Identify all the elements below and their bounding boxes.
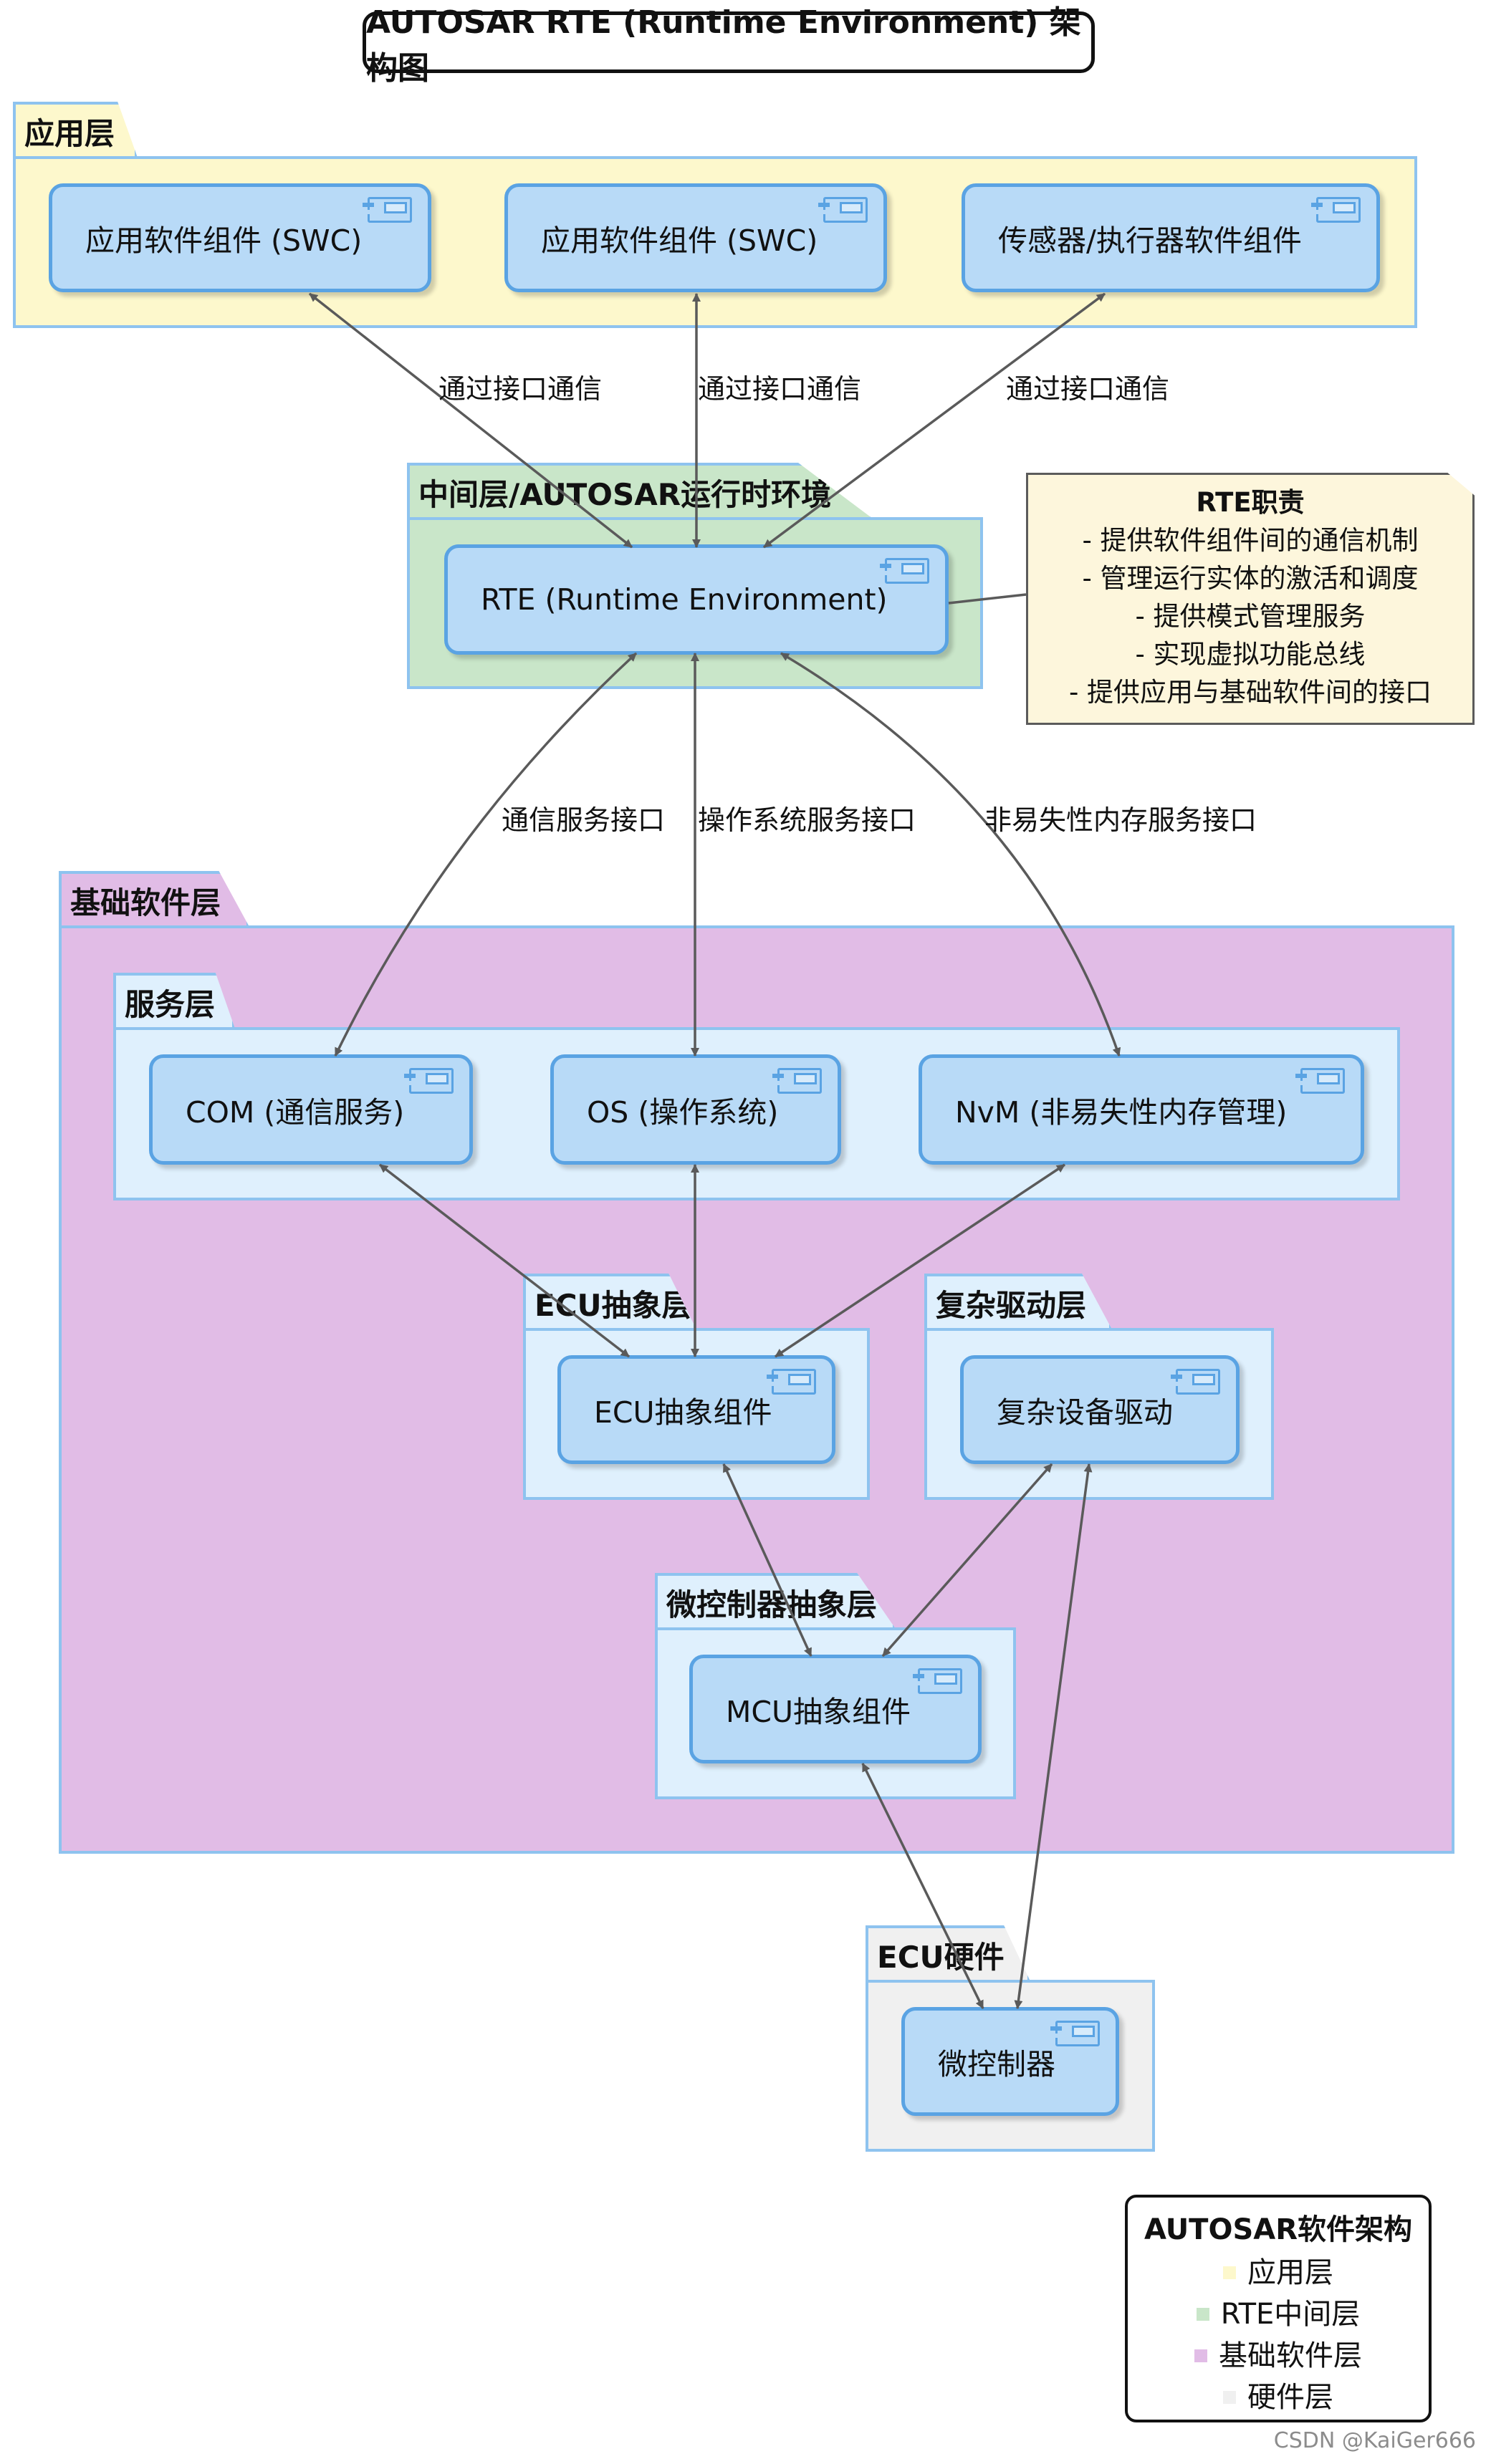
component-icon <box>404 1068 454 1094</box>
component-ecu-abstraction[interactable]: ECU抽象组件 <box>557 1355 835 1464</box>
component-os-label: OS (操作系统) <box>587 1095 779 1130</box>
component-icon <box>880 558 929 584</box>
component-rte-label: RTE (Runtime Environment) <box>481 582 888 617</box>
note-line: - 管理运行实体的激活和调度 <box>1082 563 1419 594</box>
edge-sensor-rte <box>762 292 1106 549</box>
legend-label: 基础软件层 <box>1219 2339 1362 2372</box>
package-tab-bsw: 基础软件层 <box>59 871 249 927</box>
component-swc-2-label: 应用软件组件 (SWC) <box>541 223 818 258</box>
edge-nvm-ecuabs <box>775 1163 1065 1358</box>
edge-mcuabs-mcu <box>861 1763 984 2009</box>
edge-ecuabs-mcuabs <box>722 1463 812 1657</box>
component-rte[interactable]: RTE (Runtime Environment) <box>444 544 949 655</box>
component-icon <box>1295 1068 1345 1094</box>
component-swc-1-label: 应用软件组件 (SWC) <box>85 223 363 258</box>
legend-label: 硬件层 <box>1247 2381 1333 2414</box>
component-icon <box>767 1369 816 1395</box>
legend-item: 基础软件层 <box>1128 2335 1429 2377</box>
note-line: - 实现虚拟功能总线 <box>1135 639 1366 670</box>
component-sensor-actuator[interactable]: 传感器/执行器软件组件 <box>962 183 1380 292</box>
component-icon <box>1311 197 1361 223</box>
component-icon <box>363 197 412 223</box>
legend-swatch <box>1194 2349 1207 2362</box>
edge-label-rte-com: 通信服务接口 <box>502 804 666 836</box>
component-icon <box>818 197 868 223</box>
component-icon <box>772 1068 822 1094</box>
edge-rte-com <box>334 652 638 1057</box>
note-line: - 提供软件组件间的通信机制 <box>1082 525 1419 556</box>
note-title: RTE职责 <box>1196 487 1305 518</box>
note-line: - 提供模式管理服务 <box>1135 601 1366 632</box>
component-microcontroller[interactable]: 微控制器 <box>901 2007 1119 2116</box>
component-com[interactable]: COM (通信服务) <box>149 1054 473 1165</box>
legend: AUTOSAR软件架构 应用层 RTE中间层 基础软件层 硬件层 <box>1125 2195 1432 2422</box>
legend-swatch <box>1223 2266 1236 2279</box>
legend-label: 应用层 <box>1247 2256 1333 2289</box>
edge-label-swc2-rte: 通过接口通信 <box>698 373 862 405</box>
edge-com-ecuabs <box>378 1163 631 1358</box>
component-icon <box>1171 1369 1220 1395</box>
component-complex-device-driver-label: 复杂设备驱动 <box>997 1395 1173 1430</box>
legend-item: 应用层 <box>1128 2252 1429 2294</box>
package-tab-services: 服务层 <box>113 973 235 1029</box>
edge-label-rte-os: 操作系统服务接口 <box>698 804 916 836</box>
component-microcontroller-label: 微控制器 <box>938 2047 1055 2082</box>
watermark: CSDN @KaiGer666 <box>1273 2428 1476 2453</box>
edge-cdd-mcuabs <box>881 1463 1053 1657</box>
edge-swc1-rte <box>308 292 633 549</box>
component-nvm-label: NvM (非易失性内存管理) <box>955 1095 1288 1130</box>
legend-label: RTE中间层 <box>1220 2298 1361 2331</box>
legend-title: AUTOSAR软件架构 <box>1144 2213 1413 2246</box>
edge-label-swc1-rte: 通过接口通信 <box>438 373 603 405</box>
component-os[interactable]: OS (操作系统) <box>550 1054 841 1165</box>
legend-item: RTE中间层 <box>1128 2294 1429 2335</box>
legend-swatch <box>1223 2391 1236 2404</box>
component-icon <box>913 1668 962 1694</box>
edge-label-sensor-rte: 通过接口通信 <box>1006 373 1170 405</box>
component-nvm[interactable]: NvM (非易失性内存管理) <box>919 1054 1364 1165</box>
note-line: - 提供应用与基础软件间的接口 <box>1068 677 1432 708</box>
component-sensor-actuator-label: 传感器/执行器软件组件 <box>998 223 1302 258</box>
component-mcu-abstraction-label: MCU抽象组件 <box>726 1695 911 1729</box>
legend-item: 硬件层 <box>1128 2377 1429 2418</box>
component-complex-device-driver[interactable]: 复杂设备驱动 <box>960 1355 1240 1464</box>
edge-rte-nvm <box>780 652 1121 1057</box>
edge-label-rte-nvm: 非易失性内存服务接口 <box>984 804 1257 836</box>
component-ecu-abstraction-label: ECU抽象组件 <box>594 1395 772 1430</box>
component-icon <box>1050 2021 1100 2046</box>
component-com-label: COM (通信服务) <box>186 1095 405 1130</box>
component-swc-1[interactable]: 应用软件组件 (SWC) <box>49 183 431 292</box>
edge-note-rte <box>948 593 1027 605</box>
edge-cdd-mcu <box>1014 1463 1093 2009</box>
legend-swatch <box>1196 2308 1209 2321</box>
component-mcu-abstraction[interactable]: MCU抽象组件 <box>689 1655 982 1763</box>
component-swc-2[interactable]: 应用软件组件 (SWC) <box>504 183 887 292</box>
